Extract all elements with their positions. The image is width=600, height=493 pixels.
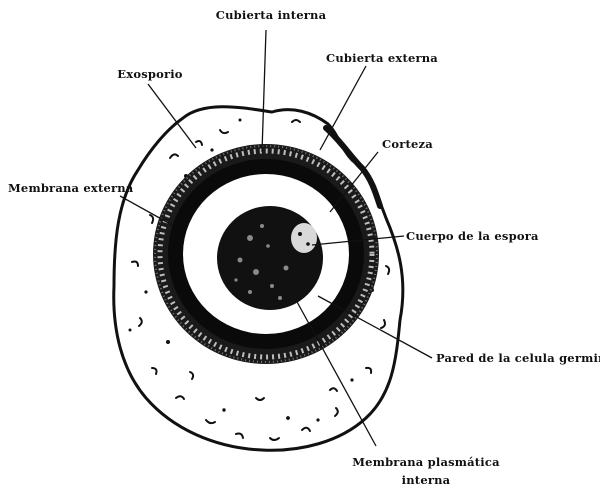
leader-cubierta-externa — [320, 66, 366, 150]
label-membrana-plasmatica-line1: Membrana plasmática — [352, 455, 500, 469]
label-membrana-plasmatica-line2: interna — [402, 473, 451, 487]
label-cubierta-externa: Cubierta externa — [326, 51, 438, 65]
label-cubierta-interna: Cubierta interna — [216, 8, 327, 22]
label-exosporio: Exosporio — [117, 67, 183, 81]
label-membrana-externa: Membrana externa — [8, 181, 134, 195]
label-pared-celula-germinal: Pared de la celula germinal — [436, 351, 600, 365]
cuerpo-espora — [217, 206, 323, 310]
cuerpo-espora-highlight — [291, 223, 317, 253]
label-corteza: Corteza — [382, 137, 433, 151]
label-cuerpo-espora: Cuerpo de la espora — [406, 229, 539, 243]
